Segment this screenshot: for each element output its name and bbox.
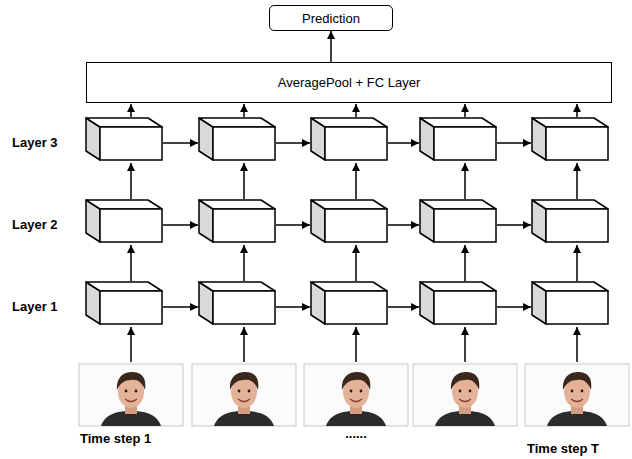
cell-cube	[199, 282, 275, 324]
flow-arrow	[243, 163, 245, 199]
face-image	[79, 364, 183, 426]
flow-arrow	[243, 245, 245, 281]
cell-cube	[532, 200, 608, 242]
layer-label: Layer 2	[12, 217, 58, 232]
flow-arrow	[355, 327, 357, 362]
flow-arrow	[130, 104, 132, 117]
flow-arrow	[130, 327, 132, 362]
cell-cube	[86, 282, 162, 324]
flow-arrow	[355, 163, 357, 199]
output-box: Prediction	[269, 5, 393, 31]
face-image	[525, 364, 629, 426]
cell-cube	[311, 282, 387, 324]
face-image	[192, 364, 296, 426]
cell-cube	[420, 118, 496, 160]
flow-arrow	[388, 142, 419, 144]
flow-arrow	[497, 224, 531, 226]
cell-cube	[86, 200, 162, 242]
flow-arrow	[388, 224, 419, 226]
face-image	[413, 364, 517, 426]
time-step-label: Time step 1	[80, 431, 151, 446]
flow-arrow	[464, 104, 466, 117]
flow-arrow	[464, 245, 466, 281]
layer-label: Layer 1	[12, 299, 58, 314]
cell-cube	[420, 282, 496, 324]
flow-arrow	[276, 306, 310, 308]
face-images	[79, 364, 629, 426]
cell-cube	[311, 200, 387, 242]
cell-cube	[532, 282, 608, 324]
flow-arrow	[330, 31, 332, 62]
flow-arrow	[276, 224, 310, 226]
flow-arrow	[163, 142, 198, 144]
time-step-label: Time step T	[527, 441, 599, 456]
flow-arrow	[576, 104, 578, 117]
flow-arrow	[497, 306, 531, 308]
flow-arrow	[130, 245, 132, 281]
face-image	[304, 364, 408, 426]
flow-arrow	[163, 224, 198, 226]
cell-cube	[420, 200, 496, 242]
pooling-box: AveragePool + FC Layer	[86, 62, 612, 103]
flow-arrow	[163, 306, 198, 308]
cell-cube	[199, 200, 275, 242]
flow-arrow	[243, 327, 245, 362]
cell-cube	[532, 118, 608, 160]
cell-cubes	[86, 118, 608, 324]
cell-cube	[199, 118, 275, 160]
cell-cube	[311, 118, 387, 160]
flow-arrow	[355, 245, 357, 281]
flow-arrow	[355, 104, 357, 117]
flow-arrow	[576, 327, 578, 362]
ellipsis-label: ......	[345, 426, 367, 441]
flow-arrow	[464, 327, 466, 362]
flow-arrow	[497, 142, 531, 144]
flow-arrow	[243, 104, 245, 117]
cell-cube	[86, 118, 162, 160]
layer-label: Layer 3	[12, 135, 58, 150]
node-text: Prediction	[302, 11, 360, 26]
flow-arrows	[131, 104, 577, 362]
node-text: AveragePool + FC Layer	[278, 75, 420, 90]
flow-arrow	[464, 163, 466, 199]
flow-arrow	[130, 163, 132, 199]
flow-arrow	[388, 306, 419, 308]
flow-arrow	[276, 142, 310, 144]
flow-arrow	[576, 163, 578, 199]
flow-arrow	[576, 245, 578, 281]
